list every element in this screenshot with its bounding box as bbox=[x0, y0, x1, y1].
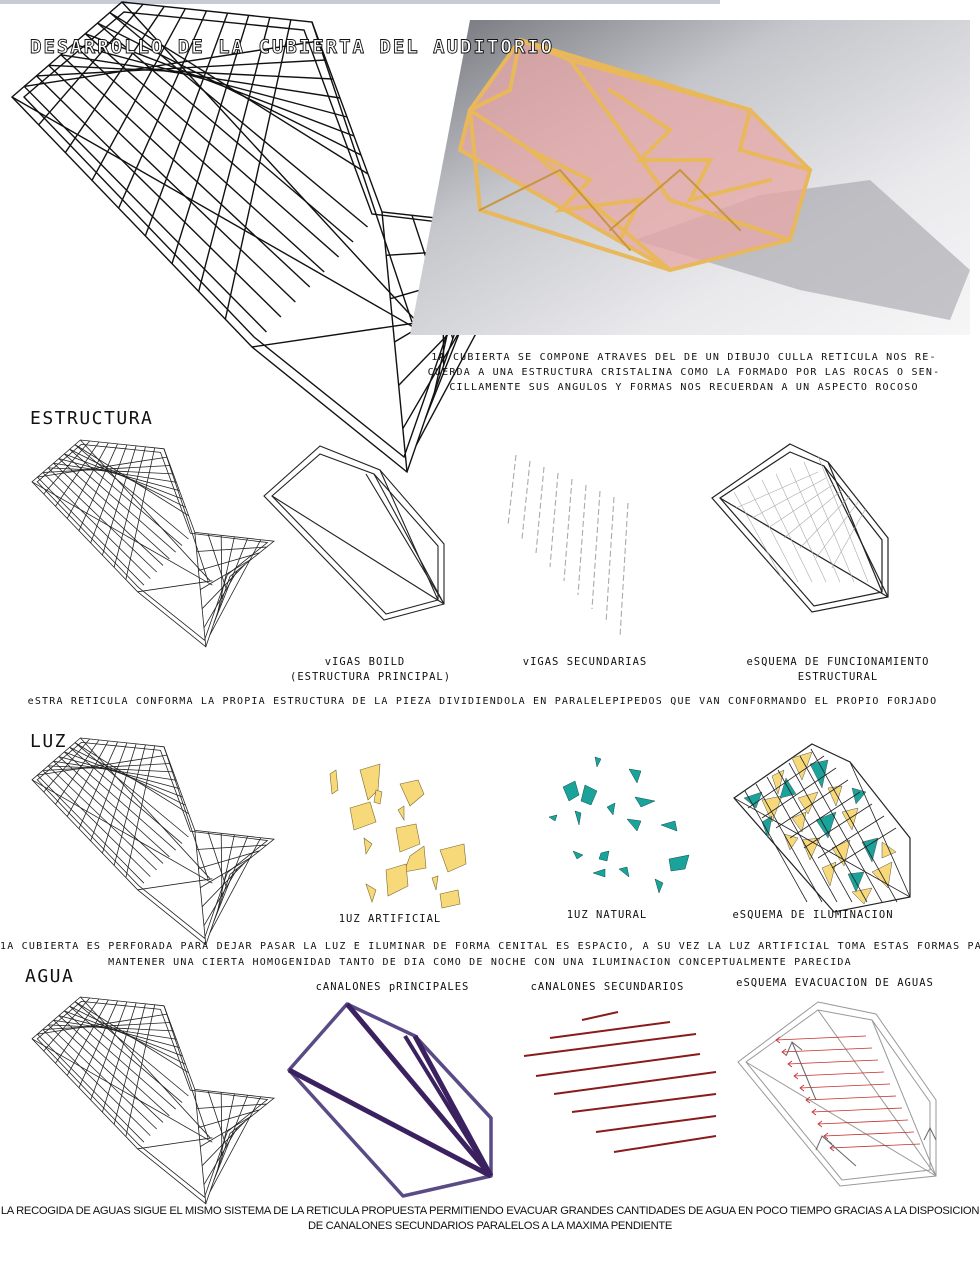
beams-secondary-drawing bbox=[507, 454, 629, 638]
luz-text-line-1: 1A CUBIERTA ES PERFORADA PARA DEJAR PASA… bbox=[0, 941, 980, 952]
secondary-gutters-drawing bbox=[523, 1011, 717, 1153]
caption-vigas-secundarias: vIGAS SECUNDARIAS bbox=[522, 656, 648, 668]
lighting-scheme-drawing bbox=[733, 743, 911, 913]
section-heading-estructura: ESTRUCTURA bbox=[30, 408, 154, 429]
caption-estructura-principal: (ESTRUCTURA PRINCIPAL) bbox=[290, 671, 452, 683]
top-bar bbox=[0, 0, 720, 4]
section-heading-agua: AGUA bbox=[25, 966, 75, 987]
luz-text-line-2: MANTENER UNA CIERTA HOMOGENIDAD TANTO DE… bbox=[108, 957, 852, 968]
model-photo bbox=[410, 20, 970, 335]
intro-line-1: 1A CUBIERTA SE COMPONE ATRAVES DEL DE UN… bbox=[431, 352, 937, 363]
section-heading-luz: LUZ bbox=[30, 731, 68, 752]
caption-esquema-iluminacion: eSQUEMA DE ILUMINACION bbox=[732, 909, 894, 921]
intro-line-2: CUERDA A UNA ESTRUCTURA CRISTALINA COMO … bbox=[427, 367, 941, 378]
caption-canalones-secundarios: cANALONES SECUNDARIOS bbox=[530, 981, 685, 993]
structural-scheme-drawing bbox=[711, 443, 889, 613]
page-title: DESARROLLO DE LA CUBIERTA DEL AUDITORIO bbox=[30, 36, 555, 59]
estructura-grid-drawing bbox=[31, 439, 276, 648]
caption-vigas-boild: vIGAS BOILD bbox=[324, 656, 406, 668]
primary-gutters-drawing bbox=[287, 1002, 494, 1198]
caption-luz-artificial: 1UZ ARTIFICIAL bbox=[338, 913, 442, 925]
caption-esquema-funcionamiento: eSQUEMA DE FUNCIONAMIENTO bbox=[746, 656, 930, 668]
caption-canalones-principales: cANALONES pRINCIPALES bbox=[315, 981, 470, 993]
water-evacuation-scheme bbox=[737, 1001, 937, 1187]
luz-grid-drawing bbox=[31, 737, 276, 946]
model-structure bbox=[457, 37, 813, 273]
caption-luz-natural: 1UZ NATURAL bbox=[566, 909, 648, 921]
agua-text-line-1: LA RECOGIDA DE AGUAS SIGUE EL MISMO SIST… bbox=[0, 1205, 980, 1217]
intro-line-3: CILLAMENTE SUS ANGULOS Y FORMAS NOS RECU… bbox=[449, 382, 919, 393]
agua-grid-drawing bbox=[31, 996, 276, 1205]
agua-text-line-2: DE CANALONES SECUNDARIOS PARALELOS A LA … bbox=[307, 1220, 673, 1232]
estructura-text: eSTRA RETICULA CONFORMA LA PROPIA ESTRUC… bbox=[27, 696, 938, 707]
caption-esquema-evacuacion: eSQUEMA EVACUACION DE AGUAS bbox=[736, 977, 934, 989]
beams-main-drawing bbox=[263, 445, 445, 621]
natural-light-shapes bbox=[548, 756, 690, 894]
artificial-light-shapes bbox=[329, 763, 467, 909]
caption-estructural: ESTRUCTURAL bbox=[797, 671, 879, 683]
